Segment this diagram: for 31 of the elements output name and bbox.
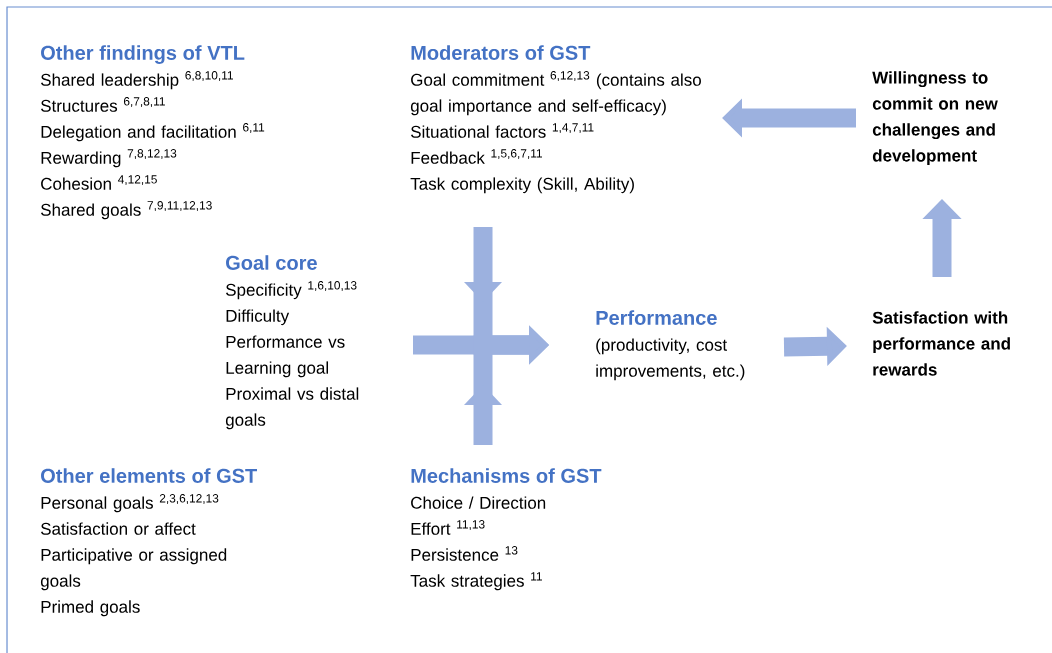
list-item: Choice / Direction: [411, 496, 546, 509]
list-item: Rewarding $^{7,8,12,13}$: [41, 149, 177, 168]
list-item: Feedback $^{1,5,6,7,11}$: [411, 149, 542, 164]
list-item: Specificity $^{1,6,10,13}$: [226, 281, 357, 300]
heading: Other elements of GST: [41, 468, 257, 483]
list-item: Primed goals: [41, 600, 140, 617]
list-item: (productivity, cost improvements, etc.): [596, 338, 745, 381]
list-item: Difficulty: [226, 309, 290, 326]
list-item: Shared leadership $^{6,8,10,11}$: [41, 71, 233, 90]
list-item: Proximal vs distal goals: [225, 387, 359, 430]
bold-text: Satisfaction with performance and rewards: [872, 311, 1010, 376]
list-item: Situational factors $^{1,4,7,11}$: [411, 123, 594, 138]
list-item: Goal commitment $^{6,12,13}$ (contains also goal importance and self-efficacy): [410, 71, 701, 116]
list-item: Cohesion $^{4,12,15}$: [41, 175, 157, 190]
list-item: Delegation and facilitation $^{6,11}$: [41, 123, 265, 142]
heading: Other findings of VTL: [41, 45, 245, 64]
list-item: Performance vs Learning goal: [226, 335, 345, 378]
heading: Mechanisms of GST: [411, 468, 602, 483]
heading: Goal core: [226, 255, 317, 270]
list-item: Effort $^{11,13}$: [411, 520, 485, 535]
list-item: Shared goals $^{7,9,11,12,13}$: [41, 201, 212, 220]
list-item: Personal goals $^{2,3,6,12,13}$: [41, 494, 219, 513]
heading: Performance: [596, 310, 717, 325]
heading: Moderators of GST: [411, 45, 591, 60]
list-item: Persistence $^{13}$: [411, 546, 518, 561]
list-item: Structures $^{6,7,8,11}$: [41, 97, 165, 112]
list-item: Task strategies $^{11}$: [410, 572, 542, 591]
list-item: Satisfaction or affect: [41, 522, 196, 535]
bold-text: Willingness to commit on new challenges and development: [872, 71, 998, 166]
list-item: Participative or assigned goals: [40, 548, 227, 591]
list-item: Task complexity (Skill, Ability): [410, 177, 634, 194]
